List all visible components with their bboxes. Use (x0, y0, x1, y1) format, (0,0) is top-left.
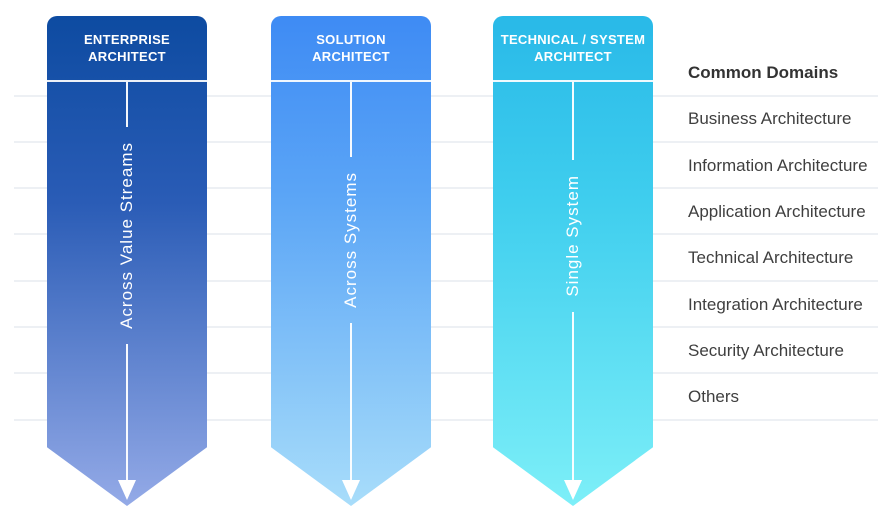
arrow-stem: Across Systems (271, 82, 431, 500)
stem-line-bottom (350, 322, 352, 481)
domain-item-security: Security Architecture (688, 340, 844, 360)
stem-line-top (126, 82, 128, 127)
banner-title-line1: ENTERPRISE (83, 32, 171, 47)
domain-item-business: Business Architecture (688, 109, 852, 129)
down-arrow-icon (342, 480, 360, 500)
stem-line-top (350, 82, 352, 157)
gridline (14, 187, 878, 190)
banner-title: SOLUTION ARCHITECT (271, 16, 431, 82)
banner-title-line2: ARCHITECT (88, 49, 166, 64)
down-arrow-icon (564, 480, 582, 500)
banner-enterprise-architect: ENTERPRISE ARCHITECT Across Value Stream… (47, 16, 207, 506)
banner-solution-architect: SOLUTION ARCHITECT Across Systems (271, 16, 431, 506)
banner-title-line1: SOLUTION (316, 32, 386, 47)
stem-line-bottom (126, 343, 128, 481)
gridline (14, 418, 878, 421)
banner-title: TECHNICAL / SYSTEM ARCHITECT (493, 16, 653, 82)
common-domains-header: Common Domains (688, 63, 839, 83)
banner-title-line1: TECHNICAL / SYSTEM (500, 32, 646, 47)
gridline (14, 94, 878, 97)
gridline (14, 326, 878, 329)
domain-item-application: Application Architecture (688, 202, 866, 222)
gridline (14, 279, 878, 282)
gridline (14, 372, 878, 375)
common-domains-list: Common Domains Business Architecture Inf… (688, 50, 892, 420)
stem-line-top (572, 82, 574, 160)
domain-item-technical: Technical Architecture (688, 248, 854, 268)
arrow-stem: Single System (493, 82, 653, 500)
banner-technical-system-architect: TECHNICAL / SYSTEM ARCHITECT Single Syst… (493, 16, 653, 506)
scope-label: Single System (563, 175, 582, 297)
domain-item-information: Information Architecture (688, 155, 868, 175)
scope-label: Across Value Streams (117, 142, 136, 329)
scope-label: Across Systems (341, 172, 360, 308)
domain-item-integration: Integration Architecture (688, 294, 863, 314)
down-arrow-icon (118, 480, 136, 500)
banner-title-line2: ARCHITECT (312, 49, 390, 64)
domain-item-others: Others (688, 387, 740, 407)
arrow-stem: Across Value Streams (47, 82, 207, 500)
gridline (14, 140, 878, 143)
banner-title: ENTERPRISE ARCHITECT (47, 16, 207, 82)
gridline (14, 233, 878, 236)
banner-title-line2: ARCHITECT (534, 49, 612, 64)
stem-line-bottom (572, 311, 574, 481)
